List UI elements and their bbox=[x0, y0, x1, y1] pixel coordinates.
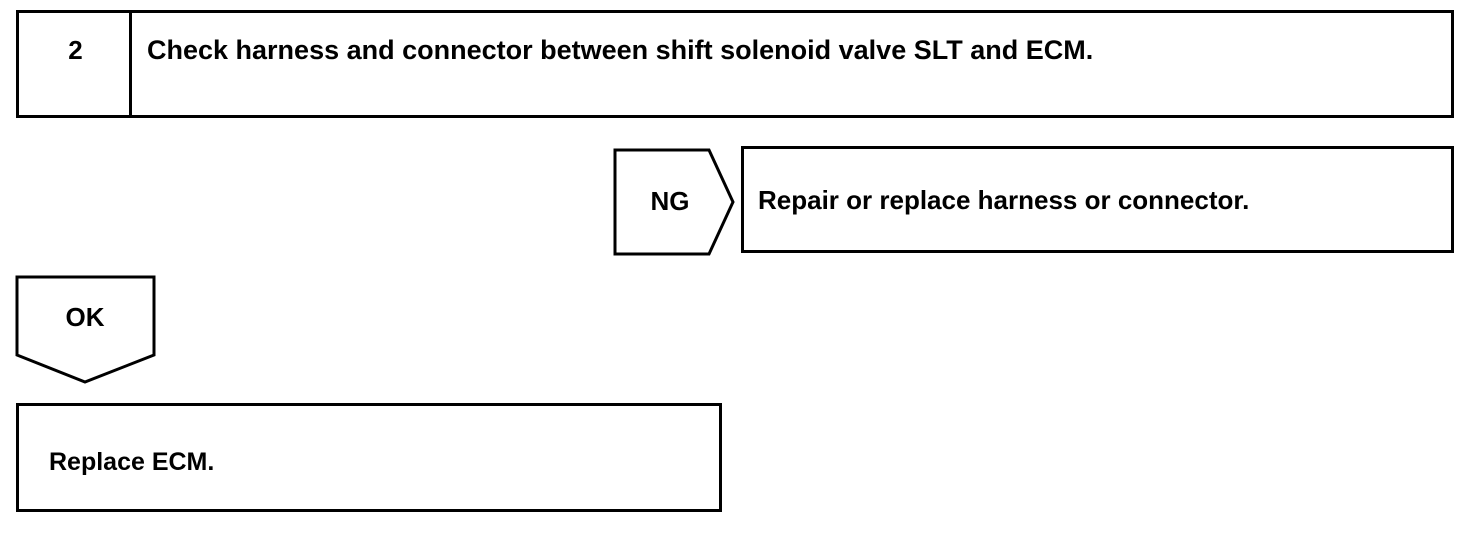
ng-arrow-tag bbox=[613, 148, 735, 256]
step-box: 2 Check harness and connector between sh… bbox=[16, 10, 1454, 118]
ok-action-text: Replace ECM. bbox=[49, 448, 215, 476]
ng-action-text: Repair or replace harness or connector. bbox=[758, 185, 1250, 215]
step-title: Check harness and connector between shif… bbox=[147, 35, 1094, 65]
ng-label: NG bbox=[650, 186, 690, 216]
ok-result-box: Replace ECM. bbox=[16, 403, 722, 512]
ok-label: OK bbox=[65, 302, 105, 332]
step-number-cell: 2 bbox=[19, 13, 132, 115]
ok-arrow-tag bbox=[15, 275, 156, 384]
step-number: 2 bbox=[68, 35, 83, 65]
ng-result-box: Repair or replace harness or connector. bbox=[741, 146, 1454, 253]
